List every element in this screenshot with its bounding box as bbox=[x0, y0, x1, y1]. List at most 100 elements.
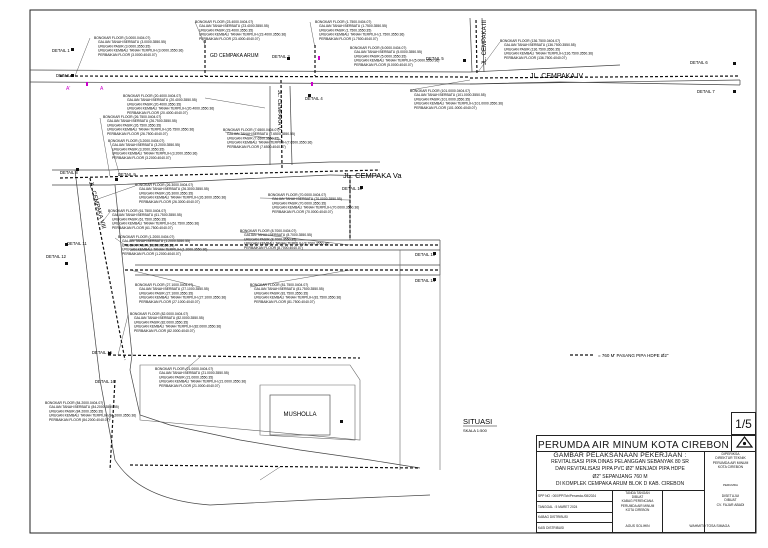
detail-label-6: DETAIL 6 bbox=[690, 60, 708, 65]
work-note: BONGKAR FLOOR (1.2000.0404.07)GALIAN TAN… bbox=[118, 235, 207, 256]
approval-right-name: WAHMITO TOSA SIMAGA bbox=[689, 524, 730, 528]
org-title-box: PERUMDA AIR MINUM KOTA CIREBON bbox=[536, 435, 731, 451]
work-note-line: GALIAN TANAH BERBATU (136.7500.3550.55) bbox=[504, 43, 576, 47]
work-note-line: BONGKAR FLOOR (8.7000.0404.07) bbox=[240, 229, 296, 233]
work-desc-line-1: REVITALISASI PIPA DINAS PELANGGAN SEBANY… bbox=[551, 459, 689, 466]
work-note-line: URUGAN PASIR (61.7500.3550.35) bbox=[112, 217, 166, 221]
detail-label-10: DETAIL 10 bbox=[342, 186, 363, 191]
work-note-line: PERBAIKAN FLOOR (21.0000.4040.07) bbox=[159, 384, 220, 388]
work-note-line: PERBAIKAN FLOOR (8.7000.4040.07) bbox=[244, 246, 303, 250]
section-marker-b: A bbox=[100, 86, 104, 92]
work-note-line: URUGAN PASIR (23.4000.3550.35) bbox=[199, 28, 253, 32]
work-note-line: PERBAIKAN FLOOR (70.0000.4040.07) bbox=[272, 210, 333, 214]
sheet-border bbox=[29, 9, 757, 534]
detail-label-11: DETAIL 11 bbox=[67, 241, 87, 246]
approval-mid: TANDA TANGAN DIBUAT KABAG PERENCANA PERU… bbox=[613, 491, 662, 512]
work-note-line: BONGKAR FLOOR (21.0000.0404.07) bbox=[155, 367, 213, 371]
work-note-line: BONGKAR FLOOR (81.7500.0404.07) bbox=[250, 283, 308, 287]
work-note-line: BONGKAR FLOOR (27.1000.0404.07) bbox=[135, 283, 193, 287]
approval-mid-line-2: DIBUAT bbox=[631, 495, 644, 500]
work-note-line: PERBAIKAN FLOOR (27.1000.4040.07) bbox=[139, 300, 200, 304]
work-note-line: URUGAN KEMBALI TANAH TERPILIH (61.7500.3… bbox=[112, 222, 199, 226]
work-note-line: GALIAN TANAH BERBATU (84.2000.3550.55) bbox=[49, 405, 119, 409]
work-note-line: GALIAN TANAH BERBATU (3.0000.3550.55) bbox=[98, 40, 166, 44]
approval-mid-line-4: PERUMDA AIR MINUM bbox=[620, 503, 655, 508]
work-note-line: PERBAIKAN FLOOR (1.7500.4040.07) bbox=[319, 37, 378, 41]
work-note: BONGKAR FLOOR (61.7500.0404.07)GALIAN TA… bbox=[108, 209, 199, 230]
kasi-distribusi: KASI DISTRIBUSI bbox=[538, 525, 565, 530]
work-note: BONGKAR FLOOR (70.0000.0404.07)GALIAN TA… bbox=[268, 193, 359, 214]
approval-right-mid-line-2: DIBUAT bbox=[724, 498, 737, 503]
approval-mid-line-1: TANDA TANGAN bbox=[625, 491, 650, 495]
work-note-line: BONGKAR FLOOR (82.0000.0404.07) bbox=[130, 312, 188, 316]
work-note-line: URUGAN PASIR (70.0000.3550.35) bbox=[272, 201, 326, 205]
logo-box bbox=[731, 435, 756, 451]
detail-label-16: DETAIL 16 bbox=[95, 379, 116, 384]
work-note-line: BONGKAR FLOOR (1.7500.0404.07) bbox=[315, 20, 371, 24]
work-note-line: PERBAIKAN FLOOR (3.0000.4040.07) bbox=[98, 53, 157, 57]
work-note-line: PERBAIKAN FLOOR (101.0000.4040.07) bbox=[414, 106, 477, 110]
work-desc-line-2: DAN REVITALISASI PIPA PVC Ø2" MENJADI PI… bbox=[555, 466, 685, 473]
work-notes: BONGKAR FLOOR (3.0000.0404.07)GALIAN TAN… bbox=[45, 20, 593, 422]
work-note-line: BONGKAR FLOOR (23.4000.0404.07) bbox=[195, 20, 253, 24]
street-label-cempaka-va: JL. CEMPAKA Va bbox=[343, 171, 402, 180]
work-note-line: GALIAN TANAH BERBATU (20.4000.3550.55) bbox=[127, 98, 197, 102]
work-note-line: PERBAIKAN FLOOR (5.0000.4040.07) bbox=[354, 63, 413, 67]
work-note-line: BONGKAR FLOOR (136.7500.0404.07) bbox=[500, 39, 560, 43]
work-note: BONGKAR FLOOR (27.1000.0404.07)GALIAN TA… bbox=[135, 283, 226, 304]
legend-text: = 760 M' PASANG PIPA HDPE Ø2" bbox=[598, 353, 669, 358]
work-note-line: URUGAN PASIR (27.1000.3550.35) bbox=[139, 291, 193, 295]
approval-right-line-3: PERUMDA AIR MINUM bbox=[712, 460, 749, 465]
work-note: BONGKAR FLOOR (82.0000.0404.07)GALIAN TA… bbox=[130, 312, 221, 333]
work-note-line: BONGKAR FLOOR (101.0000.0404.07) bbox=[410, 89, 470, 93]
work-note-line: BONGKAR FLOOR (20.4000.0404.07) bbox=[123, 94, 181, 98]
work-note-line: URUGAN PASIR (84.2000.3550.35) bbox=[49, 409, 103, 413]
approval-right-mid-line-3: CV. FAJAR ABADI bbox=[716, 502, 745, 507]
detail-label-3: DETAIL 3 bbox=[272, 54, 290, 59]
work-note: BONGKAR FLOOR (21.0000.0404.07)GALIAN TA… bbox=[155, 367, 246, 388]
work-note-line: URUGAN KEMBALI TANAH TERPILIH (27.1000.3… bbox=[139, 296, 226, 300]
roads bbox=[29, 17, 741, 506]
work-note-line: URUGAN PASIR (101.0000.3550.35) bbox=[414, 97, 470, 101]
work-note-line: URUGAN PASIR (3.0000.3550.35) bbox=[98, 44, 150, 48]
work-note-line: PERBAIKAN FLOOR (3.2000.4040.07) bbox=[112, 156, 171, 160]
section-marker-a: A' bbox=[66, 86, 70, 92]
work-note-line: BONGKAR FLOOR (3.2000.0404.07) bbox=[108, 139, 164, 143]
work-note-line: URUGAN KEMBALI TANAH TERPILIH (101.0000.… bbox=[414, 102, 503, 106]
work-note-line: URUGAN KEMBALI TANAH TERPILIH (3.0000.35… bbox=[98, 49, 183, 53]
work-note-line: URUGAN KEMBALI TANAH TERPILIH (20.4000.3… bbox=[127, 107, 214, 111]
work-note: BONGKAR FLOOR (26.7500.0404.07)GALIAN TA… bbox=[103, 115, 194, 136]
approval-right-line-1: DIPERIKSA bbox=[721, 452, 740, 456]
work-note-line: BONGKAR FLOOR (70.0000.0404.07) bbox=[268, 193, 326, 197]
work-note-line: GALIAN TANAH BERBATU (23.4000.3550.55) bbox=[199, 24, 269, 28]
street-label-cempaka-iii: JL. CEMPAKA III bbox=[482, 20, 488, 65]
work-note-line: GALIAN TANAH BERBATU (26.7500.3550.55) bbox=[107, 119, 177, 123]
work-note-line: PERBAIKAN FLOOR (84.2000.4040.07) bbox=[49, 418, 110, 422]
work-note-line: BONGKAR FLOOR (5.0000.0404.07) bbox=[350, 46, 406, 50]
work-note-line: BONGKAR FLOOR (84.2000.0404.07) bbox=[45, 401, 103, 405]
approval-right-mid: DISETUJUI DIBUAT CV. FAJAR ABADI bbox=[705, 494, 756, 507]
work-note: BONGKAR FLOOR (20.4000.0404.07)GALIAN TA… bbox=[123, 94, 214, 115]
work-note: BONGKAR FLOOR (7.6500.0404.07)GALIAN TAN… bbox=[223, 128, 312, 149]
work-note-line: BONGKAR FLOOR (61.7500.0404.07) bbox=[108, 209, 166, 213]
detail-label-5: DETAIL 5 bbox=[426, 56, 444, 61]
work-note-line: GALIAN TANAH BERBATU (21.0000.3550.55) bbox=[159, 371, 229, 375]
work-note-line: PERBAIKAN FLOOR (26.7500.4040.07) bbox=[107, 132, 168, 136]
street-label-cempaka-v: JL. CEMPAKA V bbox=[276, 90, 282, 131]
work-heading: GAMBAR PELAKSANAAN PEKERJAAN : bbox=[553, 452, 687, 459]
work-note-line: GALIAN TANAH BERBATU (3.2000.3550.55) bbox=[112, 143, 180, 147]
approval-right-line-2: DIREKTUR TEKNIK bbox=[715, 456, 746, 461]
street-label-cempaka-arum: GD CEMPAKA ARUM bbox=[210, 53, 259, 59]
work-note-line: GALIAN TANAH BERBATU (70.0000.3550.55) bbox=[272, 197, 342, 201]
work-note-line: URUGAN PASIR (81.7500.3550.35) bbox=[254, 291, 308, 295]
detail-label-15: DETAIL 15 bbox=[92, 350, 113, 355]
work-note-line: GALIAN TANAH BERBATU (61.7500.3550.55) bbox=[112, 213, 182, 217]
work-note-line: URUGAN KEMBALI TANAH TERPILIH (26.3000.3… bbox=[139, 196, 226, 200]
work-note-line: PERBAIKAN FLOOR (23.4000.4040.07) bbox=[199, 37, 260, 41]
work-desc-line-3: Ø2" SEPANJANG 760 M bbox=[592, 473, 648, 480]
work-note-line: URUGAN PASIR (82.0000.3550.35) bbox=[134, 320, 188, 324]
approval-mid-name: AGUS SOLIHIN bbox=[625, 524, 650, 528]
detail-label-12: DETAIL 12 bbox=[46, 254, 67, 259]
work-note-line: GALIAN TANAH BERBATU (101.0000.3550.55) bbox=[414, 93, 486, 97]
